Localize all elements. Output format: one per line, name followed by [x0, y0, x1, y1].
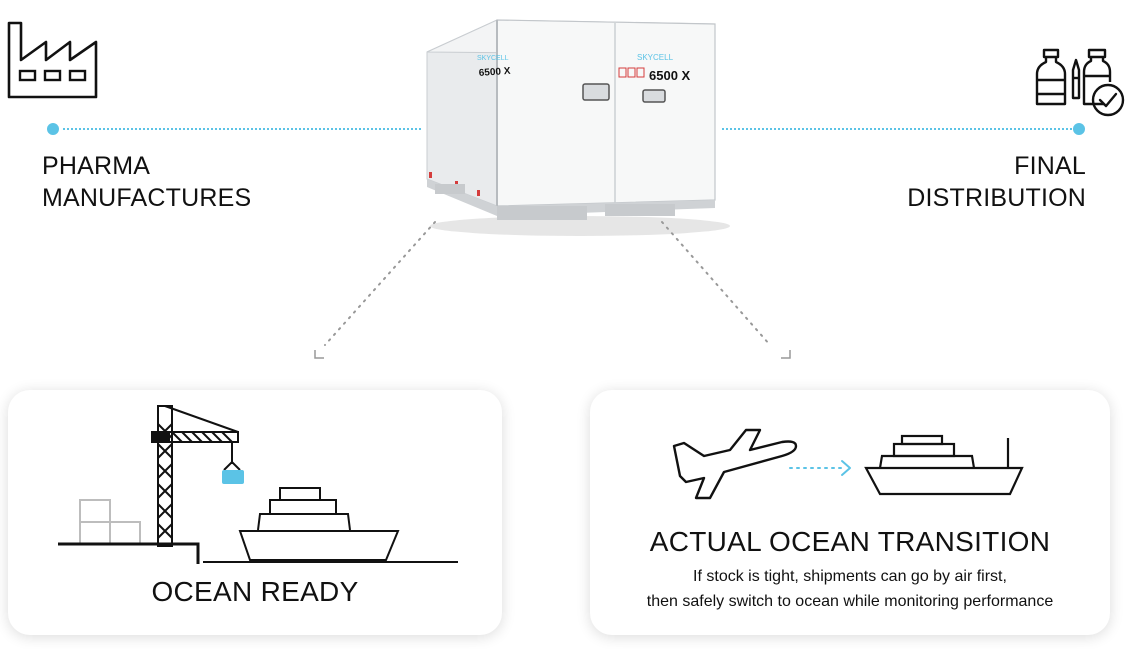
- ocean-transition-title: ACTUAL OCEAN TRANSITION: [649, 526, 1051, 557]
- crane-cargo: [222, 470, 244, 484]
- factory-icon: [7, 21, 98, 99]
- timeline-left-line: [63, 128, 421, 130]
- ocean-transition-desc-line1: If stock is tight, shipments can go by a…: [693, 568, 1007, 585]
- timeline-right-dot: [1073, 123, 1085, 135]
- connector-lines: [314, 221, 791, 359]
- container-brand-side: SKYCELL: [477, 55, 509, 62]
- left-label-line2: MANUFACTURES: [42, 184, 252, 212]
- ocean-transition-desc-line2: then safely switch to ocean while monito…: [646, 593, 1054, 610]
- medicine-vials-check-icon: [1035, 48, 1125, 117]
- ocean-ready-title: OCEAN READY: [151, 576, 359, 607]
- container-model-front: 6500 X: [649, 68, 691, 83]
- final-distribution-label: FINAL DISTRIBUTION: [907, 150, 1086, 214]
- left-label-line1: PHARMA: [42, 152, 151, 180]
- right-label-line2: DISTRIBUTION: [907, 184, 1086, 212]
- actual-ocean-transition-card: ACTUAL OCEAN TRANSITION If stock is tigh…: [590, 390, 1110, 635]
- ship-icon: [864, 434, 1024, 496]
- container-illustration: SKYCELL 6500 X SKYCELL 6500 X: [426, 19, 730, 236]
- right-label-line1: FINAL: [1014, 152, 1086, 180]
- timeline-right-line: [722, 128, 1072, 130]
- container-model-side: 6500 X: [478, 66, 511, 79]
- pharma-manufactures-label: PHARMA MANUFACTURES: [42, 150, 251, 214]
- arrow-right-icon: [789, 460, 851, 476]
- airplane-icon: [672, 428, 798, 500]
- crane-ship-illustration: [58, 405, 458, 564]
- timeline-left-dot: [47, 123, 59, 135]
- ocean-ready-card: OCEAN READY: [8, 390, 502, 635]
- container-brand-front: SKYCELL: [637, 53, 674, 62]
